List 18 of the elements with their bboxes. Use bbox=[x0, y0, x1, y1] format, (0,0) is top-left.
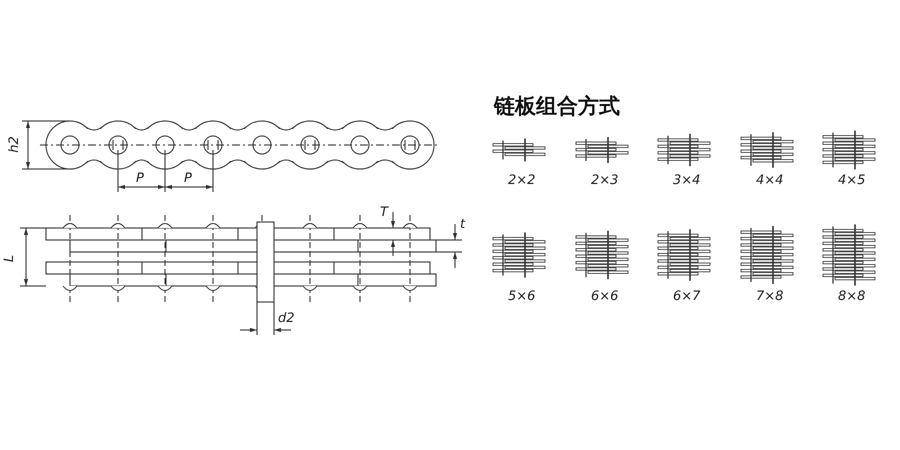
combination-label: 7×8 bbox=[756, 290, 784, 303]
combination-label: 3×4 bbox=[673, 174, 700, 187]
combination-label: 6×6 bbox=[591, 290, 618, 303]
combination-label: 2×2 bbox=[508, 174, 536, 187]
section-heading: 链板组合方式 bbox=[494, 96, 620, 117]
combination-label: 4×4 bbox=[756, 174, 784, 187]
combination-label: 6×7 bbox=[673, 290, 700, 303]
dimension-label: P bbox=[136, 172, 144, 185]
combination-label: 2×3 bbox=[591, 174, 618, 187]
combination-label: 5×6 bbox=[508, 290, 536, 303]
dimension-label: L bbox=[3, 254, 16, 262]
combination-label: 4×5 bbox=[838, 174, 866, 187]
dimension-label: T bbox=[380, 206, 388, 219]
dimension-label: d2 bbox=[278, 312, 295, 325]
dimension-label: P bbox=[184, 172, 192, 185]
combination-label: 8×8 bbox=[838, 290, 866, 303]
dimension-label: t bbox=[460, 218, 466, 231]
dimension-label: h2 bbox=[8, 136, 21, 153]
